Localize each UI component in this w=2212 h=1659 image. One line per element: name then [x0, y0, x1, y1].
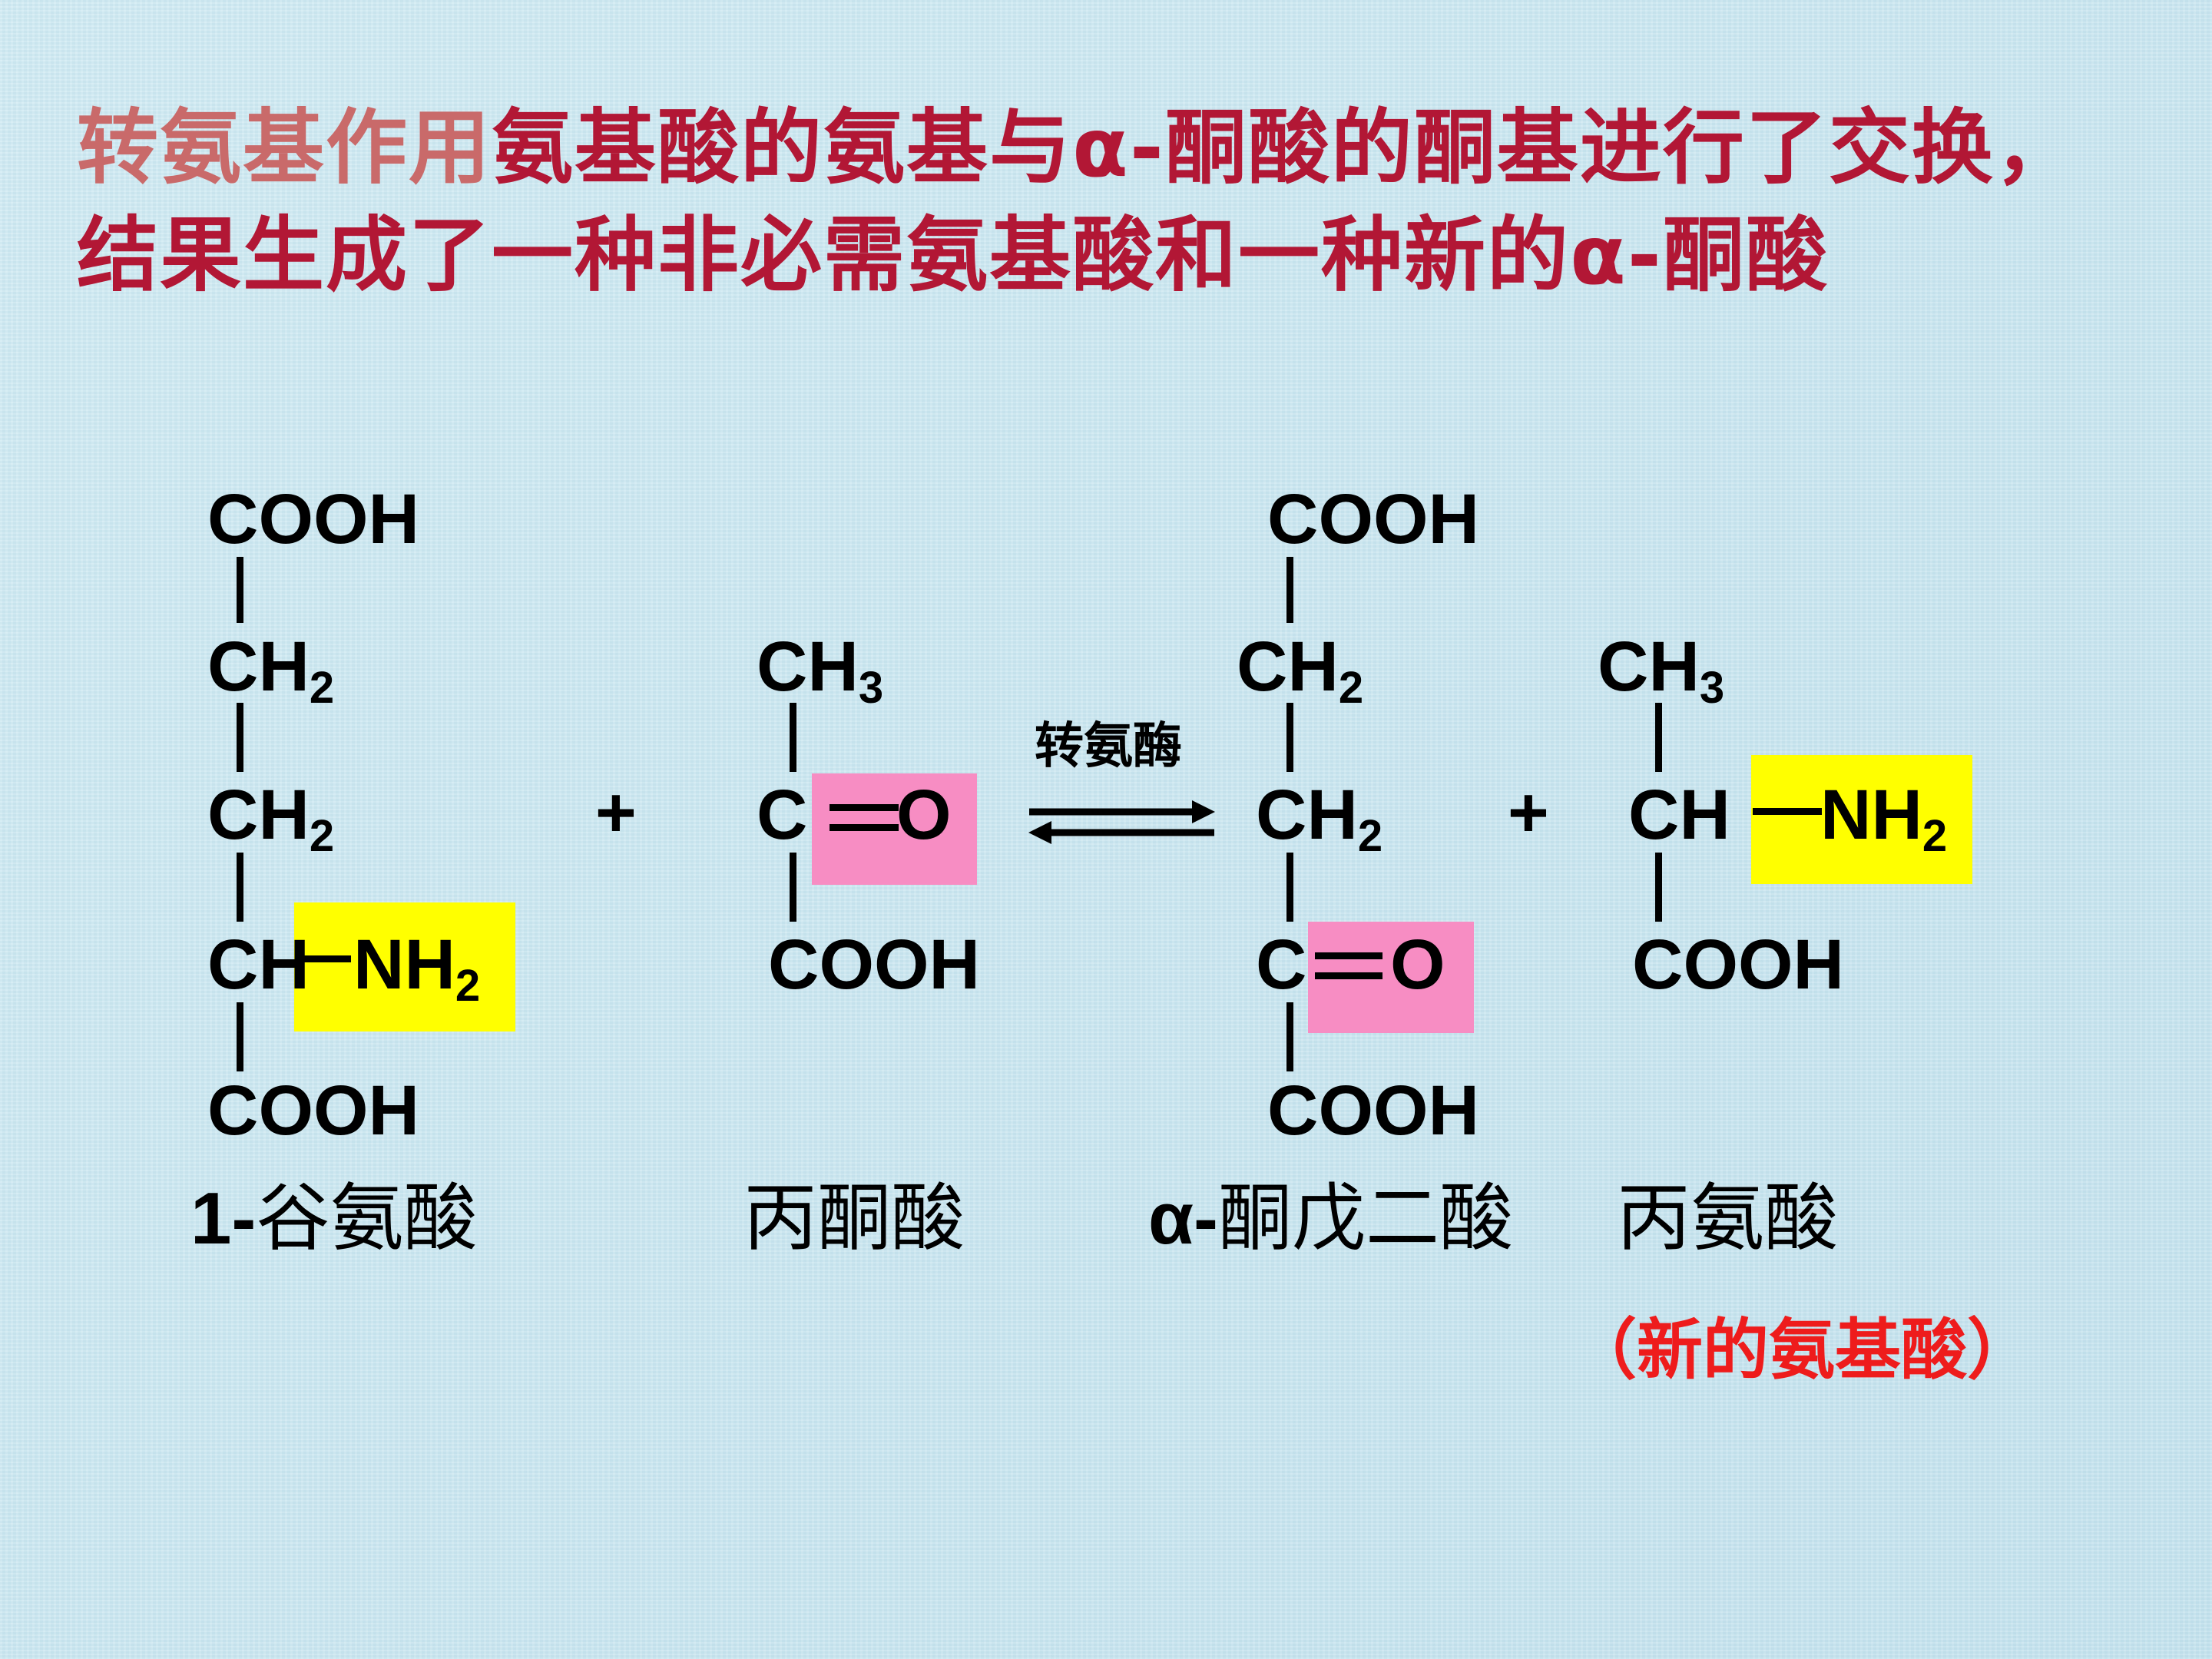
equilibrium-arrow-icon: [1028, 800, 1215, 844]
ketoglutarate-ch2-b: CH2: [1256, 776, 1383, 862]
amino-group-highlight: [294, 902, 515, 1031]
bond: [237, 703, 243, 772]
ketoglutarate-ch2-a: CH2: [1237, 628, 1364, 714]
bond: [790, 853, 796, 922]
glutamate-amine: NH2: [353, 926, 481, 1012]
bond: [1286, 557, 1293, 623]
bond: [237, 557, 243, 623]
title-line-1: 转氨基作用氨基酸的氨基与α-酮酸的酮基进行了交换，: [77, 108, 2078, 189]
bond: [1655, 703, 1662, 772]
ketoglutarate-carbonyl-carbon: C: [1256, 926, 1307, 1004]
pyruvate-methyl: CH3: [757, 628, 884, 714]
amino-group-highlight: [1751, 755, 1972, 884]
bond: [1315, 952, 1382, 959]
title-line-2: 结果生成了一种非必需氨基酸和一种新的α-酮酸: [77, 208, 1829, 303]
alanine-carboxyl: COOH: [1632, 926, 1844, 1004]
bond: [1315, 972, 1382, 979]
bond: [237, 853, 243, 922]
bond: [1286, 853, 1293, 922]
bond: [1655, 853, 1662, 922]
glutamate-name: 1-谷氨酸: [190, 1175, 478, 1261]
bond: [790, 703, 796, 772]
title-lead: 转氨基作用: [77, 101, 492, 195]
bond: [830, 824, 899, 831]
pyruvate-carbonyl-carbon: C: [757, 776, 808, 854]
ketoglutarate-oxygen: O: [1390, 926, 1445, 1004]
bond: [1753, 808, 1822, 815]
title-main: 氨基酸的氨基与α-酮酸的酮基进行了交换，: [492, 101, 2078, 195]
plus-sign: +: [595, 773, 637, 852]
enzyme-label: 转氨酶: [1035, 718, 1182, 775]
alanine-ch: CH: [1628, 776, 1730, 854]
new-amino-acid-note: （新的氨基酸）: [1571, 1312, 2033, 1389]
pyruvate-carboxyl: COOH: [768, 926, 980, 1004]
alanine-amine: NH2: [1820, 776, 1948, 862]
alanine-name: 丙氨酸: [1617, 1175, 1838, 1261]
pyruvate-oxygen: O: [896, 776, 952, 854]
bond: [296, 955, 351, 962]
bond: [830, 804, 899, 811]
bond: [237, 1002, 243, 1071]
bond: [1286, 703, 1293, 772]
ketoglutarate-carboxyl-bottom: COOH: [1267, 1071, 1479, 1150]
glutamate-ch2-a: CH2: [207, 628, 335, 714]
glutamate-carboxyl-top: COOH: [207, 480, 419, 558]
ketoglutarate-carboxyl-top: COOH: [1267, 480, 1479, 558]
plus-sign: +: [1508, 773, 1549, 852]
bond: [1286, 1002, 1293, 1071]
glutamate-ch: CH: [207, 926, 310, 1004]
glutamate-carboxyl-bottom: COOH: [207, 1071, 419, 1150]
alanine-methyl: CH3: [1598, 628, 1725, 714]
glutamate-ch2-b: CH2: [207, 776, 335, 862]
ketoglutarate-name: α-酮戊二酸: [1148, 1175, 1513, 1261]
pyruvate-name: 丙酮酸: [743, 1175, 965, 1261]
